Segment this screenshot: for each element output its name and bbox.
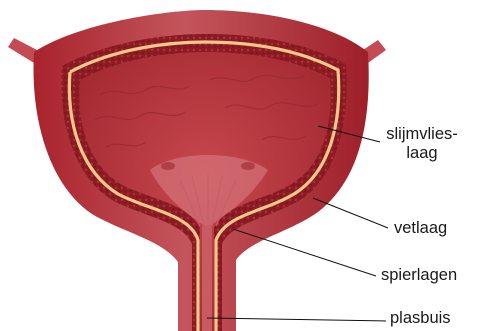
label-slijmvlieslaag-line2: laag bbox=[383, 144, 461, 163]
right-ureter-opening bbox=[241, 162, 255, 170]
leader-line-vetlaag bbox=[313, 198, 388, 228]
label-slijmvlieslaag: slijmvlies- laag bbox=[383, 125, 461, 163]
left-ureter-opening bbox=[161, 162, 175, 170]
label-vetlaag: vetlaag bbox=[394, 219, 447, 238]
label-plasbuis: plasbuis bbox=[390, 309, 451, 328]
label-slijmvlieslaag-line1: slijmvlies- bbox=[383, 125, 461, 144]
urethra-lumen bbox=[202, 226, 212, 331]
label-spierlagen: spierlagen bbox=[381, 266, 457, 285]
leader-line-spierlagen bbox=[233, 229, 376, 276]
